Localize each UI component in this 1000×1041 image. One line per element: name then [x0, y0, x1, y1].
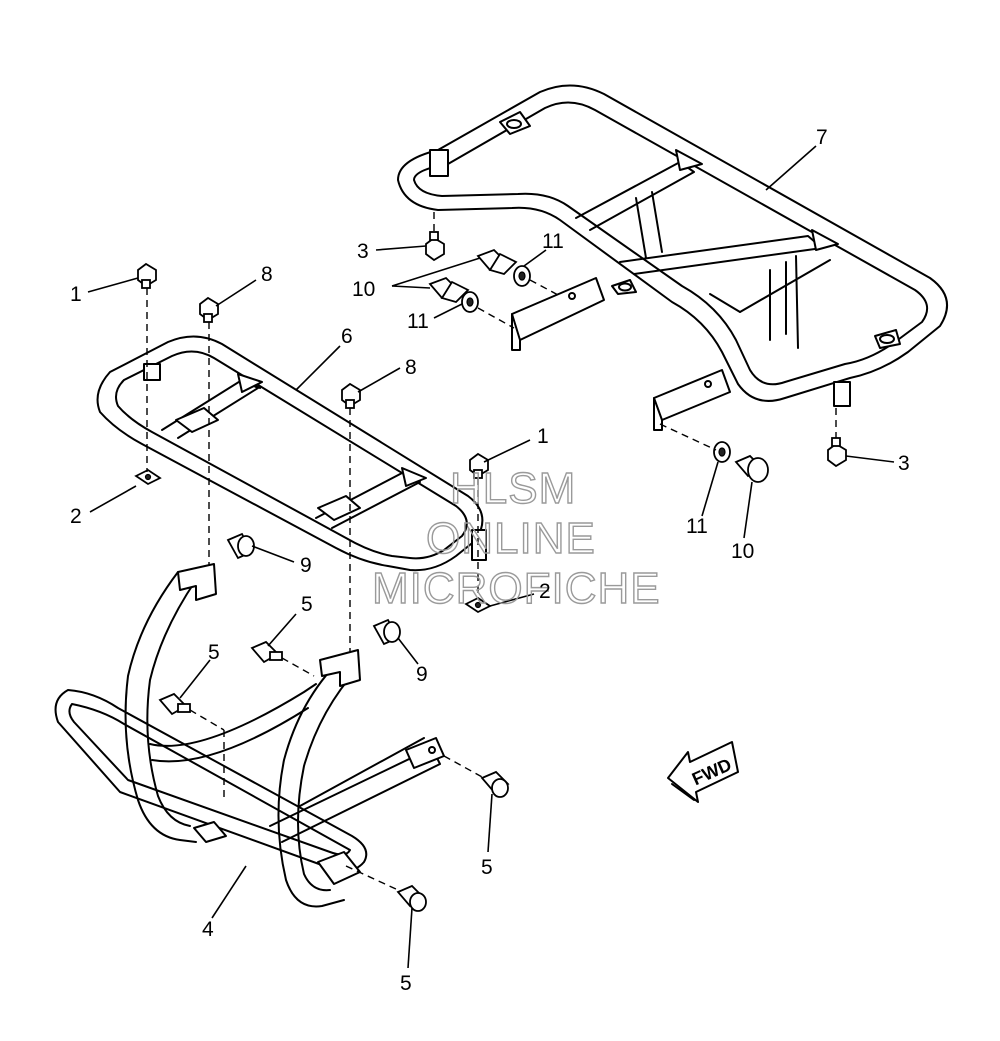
- callout-10-right: 10: [731, 540, 754, 563]
- callout-11-lower: 11: [407, 310, 429, 333]
- nut-part-2-left: [134, 468, 162, 486]
- callout-9-left: 9: [300, 554, 312, 577]
- watermark-line-2: ONLINE: [426, 514, 596, 563]
- callout-1-right: 1: [537, 425, 549, 448]
- callout-11-upper: 11: [542, 230, 564, 253]
- callout-labels: 1 1 2 2 3 3 4 5 5 5 5 6 7 8 8 9 9 10 10 …: [70, 126, 910, 995]
- callout-3-left: 3: [357, 240, 369, 263]
- bolt-part-1-right: [469, 452, 489, 479]
- bolt-part-10-lower: [428, 276, 470, 304]
- bolt-part-5-b: [158, 692, 191, 716]
- callout-8-left: 8: [261, 263, 273, 286]
- alignment-lines: [146, 212, 837, 891]
- callout-1-left: 1: [70, 283, 82, 306]
- callout-8-right: 8: [405, 356, 417, 379]
- callout-11-right: 11: [686, 515, 708, 538]
- bolt-part-10-right: [734, 454, 769, 483]
- collar-part-9-left: [226, 532, 255, 560]
- leader-lines: [87, 145, 895, 969]
- bolt-part-10-upper: [476, 248, 518, 276]
- watermark: HLSM ONLINE MICROFICHE: [371, 463, 661, 613]
- bolt-part-5-d: [396, 884, 427, 912]
- callout-5-c: 5: [481, 856, 493, 879]
- washer-part-11-right: [713, 441, 731, 463]
- callout-10-left: 10: [352, 278, 375, 301]
- bolt-part-8-left: [199, 296, 219, 323]
- rear-carrier-part-7: [397, 84, 949, 431]
- bolt-part-3-left: [425, 231, 445, 262]
- callout-7: 7: [816, 126, 828, 149]
- callout-9-right: 9: [416, 663, 428, 686]
- callout-5-d: 5: [400, 972, 412, 995]
- callout-4: 4: [202, 918, 214, 941]
- callout-2-left: 2: [70, 505, 82, 528]
- bolt-part-1-left: [137, 262, 157, 289]
- bolt-part-5-a: [250, 640, 283, 664]
- forward-arrow-icon: FWD: [667, 741, 739, 803]
- bolt-part-8-right: [341, 382, 361, 409]
- front-carrier-part-6: [96, 335, 487, 572]
- washer-part-11-upper: [513, 265, 531, 287]
- bolt-part-5-c: [480, 770, 510, 798]
- collar-part-9-right: [372, 618, 401, 646]
- lower-bracket-part-4: [54, 563, 445, 908]
- callout-2-right: 2: [539, 580, 551, 603]
- callout-5-a: 5: [301, 593, 313, 616]
- callout-6: 6: [341, 325, 353, 348]
- callout-5-b: 5: [208, 641, 220, 664]
- callout-3-right: 3: [898, 452, 910, 475]
- watermark-line-3: MICROFICHE: [372, 564, 661, 613]
- bolt-part-3-right: [827, 437, 847, 468]
- washer-part-11-lower: [461, 291, 479, 313]
- watermark-line-1: HLSM: [450, 464, 576, 513]
